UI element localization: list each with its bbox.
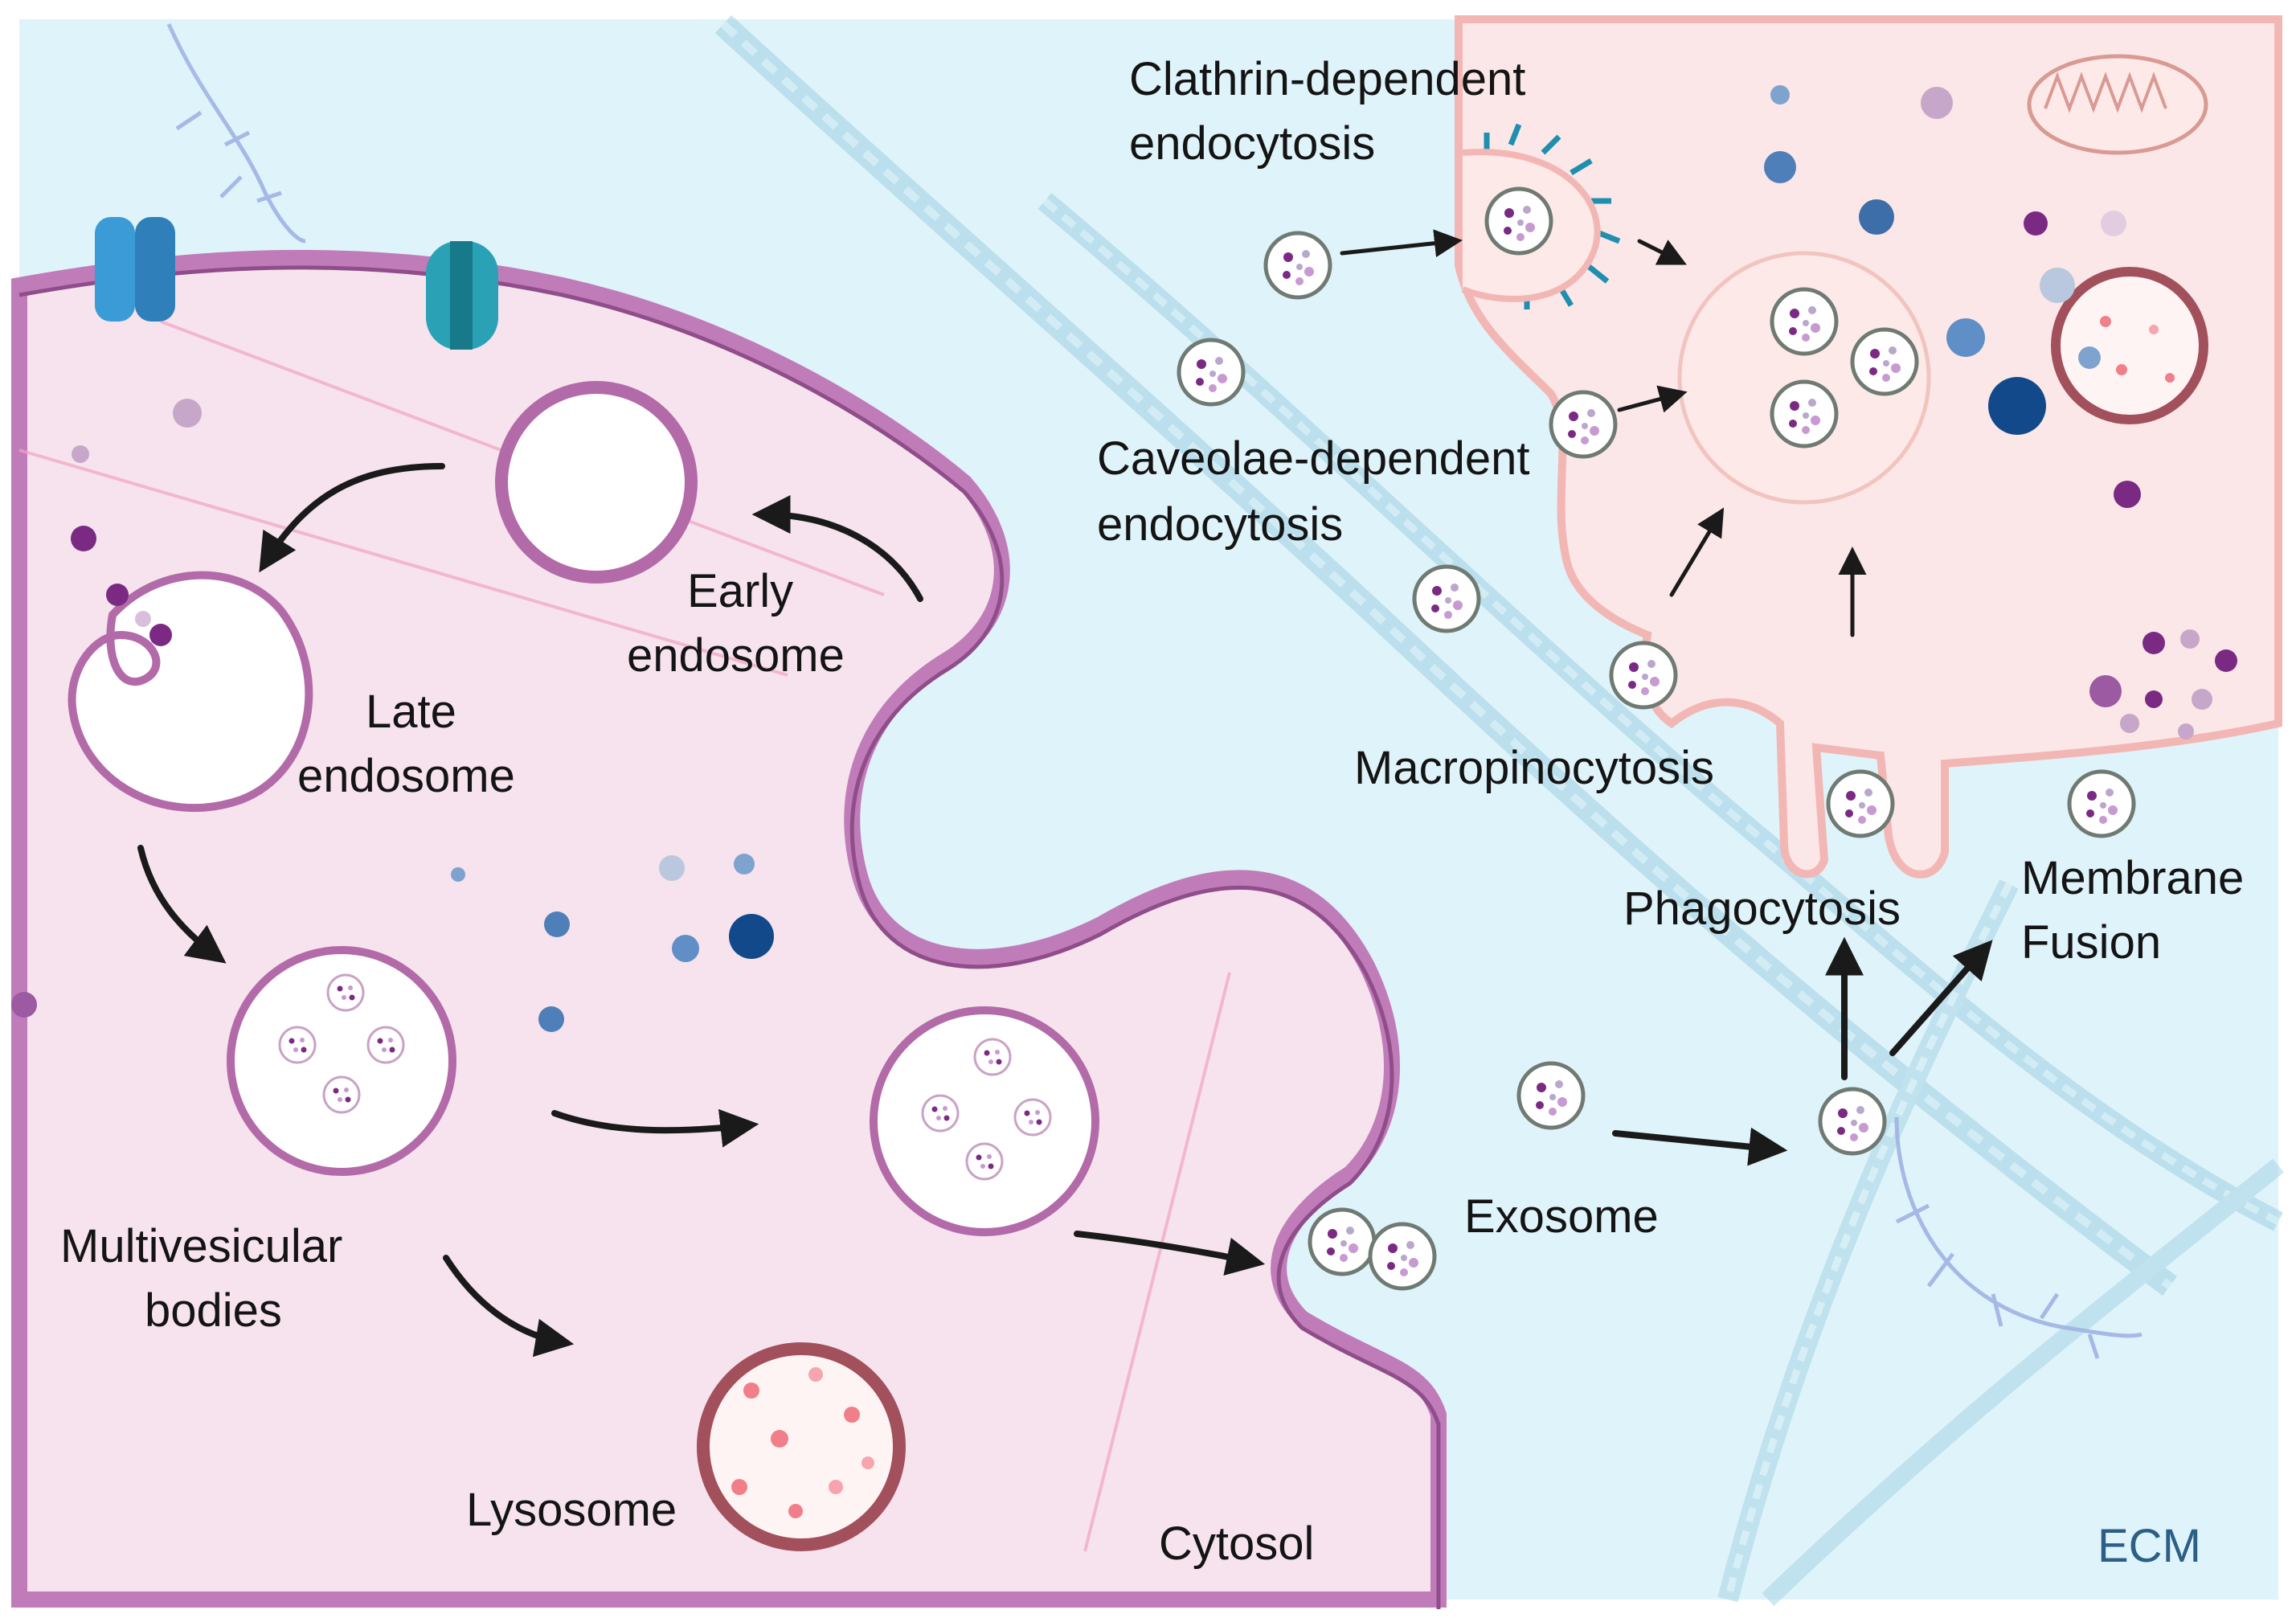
label-multivesicular: Multivesicular bbox=[60, 1220, 342, 1272]
diagram-labels: Clathrin-dependent endocytosis Caveolae-… bbox=[60, 53, 2244, 1572]
late-endosome bbox=[68, 571, 313, 812]
label-membrane: Membrane bbox=[2021, 852, 2244, 904]
uptake-arrows bbox=[1340, 229, 1993, 1166]
label-exosome: Exosome bbox=[1464, 1190, 1659, 1243]
label-caveolae-1: Caveolae-dependent bbox=[1097, 432, 1530, 485]
mitochondrion-icon bbox=[2027, 54, 2208, 155]
right-cell-molecules bbox=[1764, 85, 2237, 739]
multivesicular-body-1 bbox=[227, 946, 456, 1176]
label-lysosome: Lysosome bbox=[466, 1484, 677, 1536]
early-endosome bbox=[495, 381, 698, 584]
collagen-fibers bbox=[714, 14, 2284, 1606]
label-early-2: endosome bbox=[627, 629, 845, 682]
lysosome bbox=[697, 1342, 906, 1551]
label-late-2: endosome bbox=[297, 750, 515, 802]
blue-branching-fibers bbox=[166, 23, 2143, 1359]
label-early-1: Early bbox=[687, 565, 793, 617]
label-caveolae-2: endocytosis bbox=[1097, 498, 1343, 551]
label-clathrin-2: endocytosis bbox=[1129, 117, 1375, 170]
channel-protein-icon bbox=[95, 217, 498, 350]
trafficking-arrows bbox=[137, 463, 1266, 1358]
label-late-1: Late bbox=[366, 686, 456, 738]
label-ecm: ECM bbox=[2098, 1520, 2201, 1572]
left-cell bbox=[11, 249, 1447, 1609]
label-cytosol: Cytosol bbox=[1159, 1518, 1314, 1570]
multivesicular-body-2 bbox=[870, 1006, 1099, 1236]
cytosolic-molecules bbox=[11, 399, 774, 1032]
label-phagocytosis: Phagocytosis bbox=[1623, 883, 1901, 935]
label-fusion: Fusion bbox=[2021, 916, 2161, 969]
label-bodies: bodies bbox=[145, 1284, 282, 1337]
lysosome-right bbox=[2051, 267, 2208, 424]
label-clathrin-1: Clathrin-dependent bbox=[1129, 53, 1525, 105]
label-macropinocytosis: Macropinocytosis bbox=[1354, 742, 1714, 794]
